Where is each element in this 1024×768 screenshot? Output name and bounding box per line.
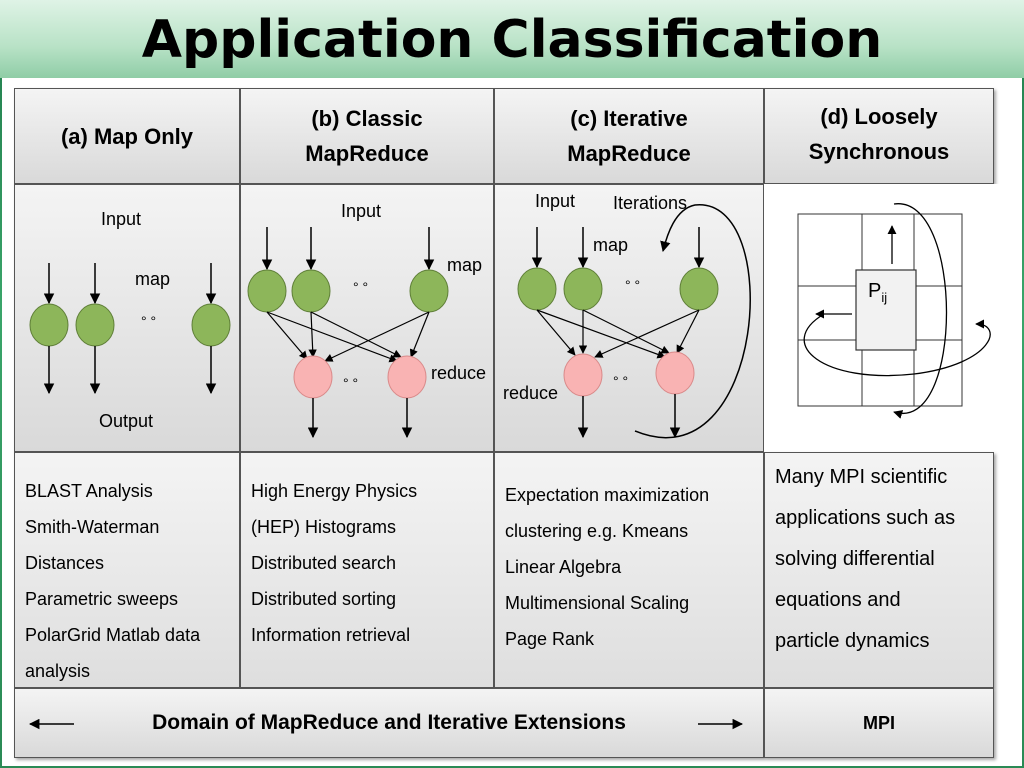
- left-arrow-icon: [28, 718, 74, 730]
- map-node: [291, 269, 331, 313]
- map-node: [679, 267, 719, 311]
- iterations-loop-arrow: [634, 204, 751, 439]
- map-node: [247, 269, 287, 313]
- reduce-node: [293, 355, 333, 399]
- footer-mpi: MPI: [764, 688, 994, 758]
- list-item: Many MPI scientific: [775, 466, 948, 488]
- list-item: clustering e.g. Kmeans: [505, 521, 689, 541]
- header-iterative-line2: MapReduce: [567, 141, 691, 166]
- map-node: [191, 303, 231, 347]
- map-node: [75, 303, 115, 347]
- list-iterative-mapreduce: Expectation maximization clustering e.g.…: [494, 452, 764, 688]
- list-item: Page Rank: [505, 629, 595, 649]
- input-label: Input: [101, 209, 142, 229]
- output-label: Output: [99, 411, 154, 431]
- header-loosely-line2: Synchronous: [808, 139, 950, 164]
- list-item: Information retrieval: [251, 625, 411, 645]
- domain-label: Domain of MapReduce and Iterative Extens…: [152, 711, 626, 734]
- input-label: Input: [535, 191, 576, 211]
- dots-label: ° °: [353, 279, 369, 295]
- map-node: [29, 303, 69, 347]
- pij-main: P: [868, 280, 882, 302]
- header-map-only: (a) Map Only: [14, 88, 240, 184]
- list-item: Multimensional Scaling: [505, 593, 690, 613]
- reduce-node: [563, 353, 603, 397]
- header-classic-line1: (b) Classic: [311, 106, 423, 131]
- list-item: Smith-Waterman: [25, 517, 160, 537]
- list-map-only: BLAST Analysis Smith-Waterman Distances …: [14, 452, 240, 688]
- map-node: [563, 267, 603, 311]
- page-title: Application Classification: [0, 0, 1024, 78]
- diagram-iterative-mapreduce: Input Iterations map ° ° reduce ° °: [494, 184, 764, 452]
- mpi-label: MPI: [862, 712, 895, 733]
- map-label: map: [447, 255, 483, 275]
- diagram-map-only: Input map ° ° Output: [14, 184, 240, 452]
- list-item: equations and: [775, 589, 901, 611]
- list-item: High Energy Physics: [251, 481, 418, 501]
- horizontal-loop-arrow: [803, 313, 991, 377]
- iterations-label: Iterations: [613, 193, 688, 213]
- pij-process-box: [855, 269, 917, 351]
- diagram-classic-mapreduce: Input map ° ° reduce ° °: [240, 184, 494, 452]
- list-item: PolarGrid Matlab data: [25, 625, 201, 645]
- map-label: map: [593, 235, 629, 255]
- reduce-label: reduce: [503, 383, 559, 403]
- list-item: Linear Algebra: [505, 557, 622, 577]
- header-iterative-line1: (c) Iterative: [570, 106, 688, 131]
- list-item: solving differential: [775, 548, 935, 570]
- dots-label: ° °: [625, 277, 641, 293]
- reduce-node: [387, 355, 427, 399]
- map-node: [517, 267, 557, 311]
- reduce-node: [655, 351, 695, 395]
- list-item: applications such as: [775, 507, 956, 529]
- loosely-synchronous-svg: [797, 203, 991, 419]
- reduce-label: reduce: [431, 363, 487, 383]
- dots-label: ° °: [343, 375, 359, 391]
- iterative-mapreduce-svg: [517, 204, 751, 439]
- list-item: BLAST Analysis: [25, 481, 153, 501]
- map-node: [409, 269, 449, 313]
- header-loosely-line1: (d) Loosely: [820, 104, 938, 129]
- list-item: analysis: [25, 661, 91, 681]
- list-item: Distributed sorting: [251, 589, 397, 609]
- list-item: (HEP) Histograms: [251, 517, 397, 537]
- map-only-svg: [29, 263, 231, 395]
- list-item: particle dynamics: [775, 630, 930, 652]
- pij-subscript: ij: [881, 290, 888, 305]
- dots-label: ° °: [141, 313, 157, 329]
- diagram-loosely-synchronous: Pij: [764, 184, 1020, 452]
- list-item: Expectation maximization: [505, 485, 710, 505]
- input-label: Input: [341, 201, 382, 221]
- classic-mapreduce-svg: [247, 227, 449, 439]
- vertical-loop-arrow: [893, 203, 948, 419]
- header-classic-line2: MapReduce: [305, 141, 429, 166]
- map-label: map: [135, 269, 171, 289]
- list-item: Parametric sweeps: [25, 589, 179, 609]
- list-loosely-synchronous: Many MPI scientific applications such as…: [764, 452, 994, 688]
- right-arrow-icon: [698, 718, 744, 730]
- header-map-only-label: (a) Map Only: [60, 123, 193, 149]
- pij-label: Pij: [868, 280, 887, 305]
- dots-label: ° °: [613, 373, 629, 389]
- footer-domain: Domain of MapReduce and Iterative Extens…: [14, 688, 764, 758]
- list-classic-mapreduce: High Energy Physics (HEP) Histograms Dis…: [240, 452, 494, 688]
- list-item: Distances: [25, 553, 105, 573]
- list-item: Distributed search: [251, 553, 397, 573]
